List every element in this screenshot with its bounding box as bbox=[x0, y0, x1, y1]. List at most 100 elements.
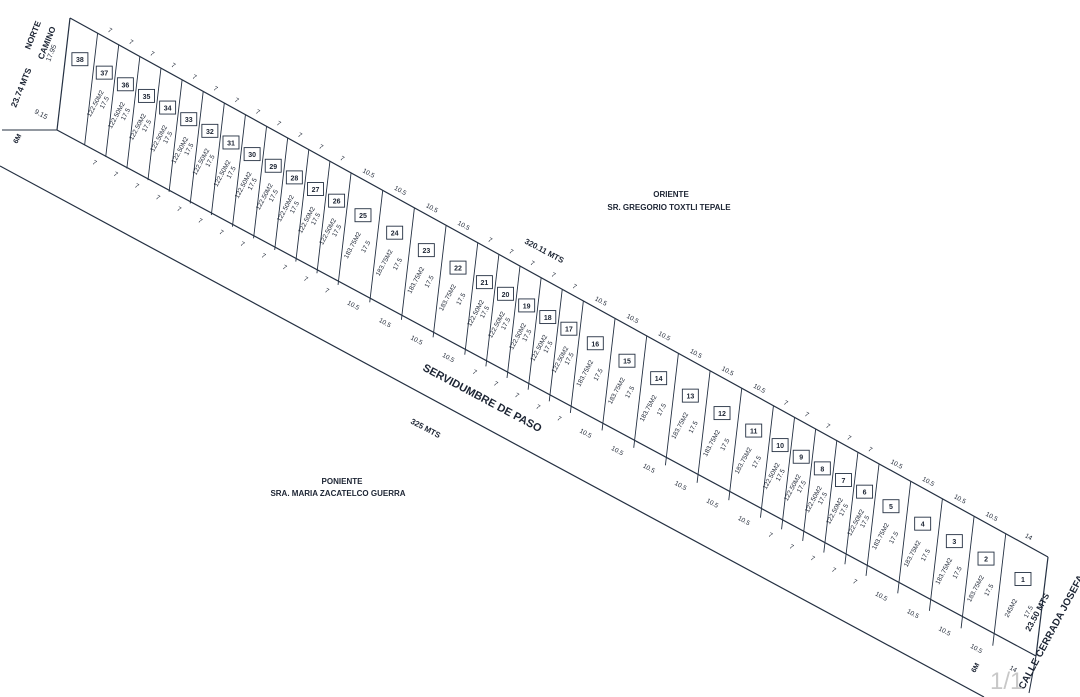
lot-depth: 17.5 bbox=[719, 437, 731, 452]
lot-frontage: 10.5 bbox=[969, 643, 984, 655]
lot-area: 245M2 bbox=[1004, 598, 1020, 619]
lot-frontage: 7 bbox=[830, 567, 837, 575]
lot-depth: 17.5 bbox=[952, 565, 964, 580]
lot-divider bbox=[992, 533, 1007, 646]
lot-frontage: 10.5 bbox=[346, 300, 361, 312]
lot-rear-width: 7 bbox=[128, 39, 135, 47]
lot-divider bbox=[337, 172, 352, 285]
lot-number-frame bbox=[681, 388, 699, 403]
lot-number-frame bbox=[713, 406, 731, 421]
lot-number-frame bbox=[977, 551, 995, 566]
lot-number-box: 38 bbox=[71, 52, 89, 67]
property-outline bbox=[0, 17, 1049, 697]
lot-rear-width: 7 bbox=[550, 271, 557, 279]
lot-number: 6 bbox=[863, 490, 867, 497]
lot-rear-width: 7 bbox=[487, 237, 494, 245]
lot-frontage: 14 bbox=[1008, 665, 1018, 675]
lot-number-frame bbox=[914, 516, 932, 531]
lot-number-frame bbox=[95, 65, 113, 80]
lot-area: 183.75M2 bbox=[871, 522, 891, 551]
lot-number: 38 bbox=[76, 57, 84, 64]
lot-rear-width: 7 bbox=[254, 109, 261, 117]
lot-number-frame bbox=[792, 449, 810, 464]
lot-area: 183.75M2 bbox=[670, 411, 690, 440]
lot-frontage: 10.5 bbox=[705, 498, 720, 510]
lot-rear-width: 7 bbox=[824, 423, 831, 431]
easement-width-nw: 6M bbox=[13, 133, 24, 145]
lot-rear-width: 7 bbox=[149, 50, 156, 58]
lot-number: 7 bbox=[842, 478, 846, 485]
lot-rear-width: 7 bbox=[170, 62, 177, 70]
lot-depth: 17.5 bbox=[593, 367, 605, 382]
lot-rear-width: 10.5 bbox=[953, 493, 968, 505]
lot-number-frame bbox=[354, 208, 372, 223]
lot-divider bbox=[432, 225, 447, 338]
lot-number-box: 19 bbox=[518, 298, 536, 313]
lot-divider bbox=[84, 33, 99, 146]
lot-number: 33 bbox=[185, 117, 193, 124]
lot-frontage: 7 bbox=[91, 159, 98, 167]
lot-rear-width: 14 bbox=[1024, 533, 1034, 543]
lot-number-frame bbox=[116, 77, 134, 92]
lot-number-frame bbox=[201, 123, 219, 138]
lot-number-box: 29 bbox=[264, 158, 282, 173]
lot-number-box: 18 bbox=[539, 310, 557, 325]
lot-frontage: 7 bbox=[535, 404, 542, 412]
lot-divider bbox=[569, 300, 584, 413]
lot-rear-width: 7 bbox=[529, 260, 536, 268]
lot-rear-width: 10.5 bbox=[752, 383, 767, 395]
lot-area: 183.75M2 bbox=[934, 557, 954, 586]
lot-number: 19 bbox=[523, 303, 531, 310]
lot-number-box: 15 bbox=[618, 353, 636, 368]
lot-rear-width: 7 bbox=[106, 27, 113, 35]
lot-number: 10 bbox=[776, 443, 784, 450]
lot-number-box: 9 bbox=[792, 449, 810, 464]
lot-divider bbox=[759, 405, 774, 518]
lot-number-box: 20 bbox=[497, 286, 514, 301]
lot-number-frame bbox=[518, 298, 536, 313]
west-dimension: 325 MTS bbox=[409, 417, 442, 440]
lot-number-box: 22 bbox=[449, 260, 467, 275]
lot-number-frame bbox=[328, 193, 346, 208]
lot-frontage: 7 bbox=[260, 252, 267, 260]
lot-frontage: 7 bbox=[323, 287, 330, 295]
west-boundary-line bbox=[0, 165, 985, 697]
lot-depth: 17.5 bbox=[688, 420, 700, 435]
lot-divider bbox=[253, 126, 268, 239]
lot-number: 25 bbox=[359, 213, 367, 220]
lot-divider bbox=[369, 190, 384, 303]
lot-number-box: 35 bbox=[138, 88, 155, 103]
lot-rear-width: 10.5 bbox=[625, 313, 640, 325]
lot-number-box: 16 bbox=[586, 336, 604, 351]
lot-frontage: 7 bbox=[809, 555, 816, 563]
lot-number-box: 1 bbox=[1014, 572, 1032, 586]
lot-number: 3 bbox=[952, 539, 956, 546]
west-label: PONIENTE bbox=[322, 477, 364, 486]
lot-divider bbox=[274, 137, 289, 251]
lot-divider bbox=[960, 516, 975, 629]
lot-frontage: 10.5 bbox=[874, 591, 889, 603]
lot-rear-width: 10.5 bbox=[393, 185, 408, 197]
lot-number-frame bbox=[243, 147, 261, 162]
lot-divider bbox=[168, 79, 183, 192]
lot-frontage: 10.5 bbox=[441, 352, 456, 364]
lot-number-frame bbox=[71, 52, 89, 67]
lot-rear-width: 7 bbox=[318, 143, 325, 151]
easement-south-edge bbox=[1028, 655, 1037, 694]
lot-depth: 17.5 bbox=[751, 455, 763, 470]
lot-number-box: 36 bbox=[116, 77, 134, 92]
lot-rear-width: 7 bbox=[867, 446, 874, 454]
east-boundary-line bbox=[69, 17, 1049, 558]
lot-divider bbox=[664, 353, 679, 466]
lot-number: 23 bbox=[422, 248, 430, 255]
lot-divider bbox=[527, 277, 542, 390]
lot-number: 2 bbox=[984, 557, 988, 564]
lot-number: 27 bbox=[312, 187, 320, 194]
lot-number-frame bbox=[745, 423, 763, 438]
lot-number-frame bbox=[497, 286, 514, 301]
lot-number: 15 bbox=[623, 359, 631, 366]
lot-divider bbox=[231, 114, 246, 227]
lot-frontage: 7 bbox=[176, 206, 183, 214]
lot-number: 22 bbox=[454, 266, 462, 273]
